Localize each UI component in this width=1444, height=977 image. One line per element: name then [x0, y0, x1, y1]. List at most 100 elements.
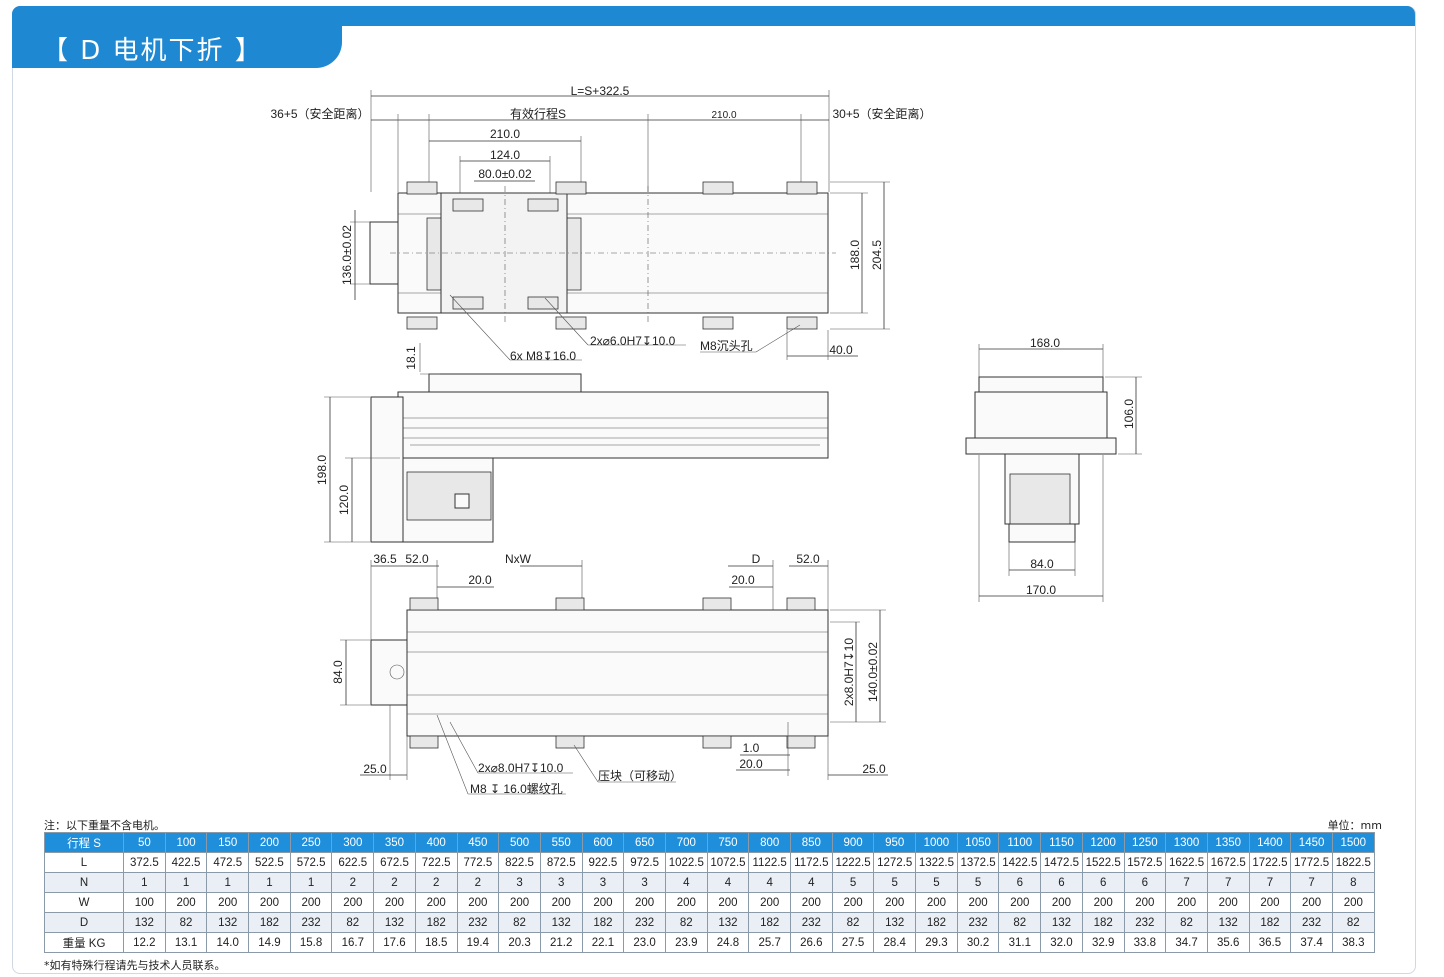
table-cell: 17.6 [373, 932, 416, 953]
table-cell: 232 [289, 912, 333, 933]
dim-80: 80.0±0.02 [478, 167, 532, 181]
table-cell: 200 [1081, 892, 1125, 913]
table-unit: 单位：mm [1327, 819, 1382, 832]
table-cell: 12.2 [123, 932, 166, 953]
table-cell: 182 [915, 912, 958, 933]
dim-124: 124.0 [490, 148, 520, 162]
label-nxw: NxW [505, 552, 532, 566]
table-cell: 132 [206, 912, 250, 933]
dim-140: 140.0±0.02 [866, 642, 880, 702]
table-cell: 232 [1123, 912, 1167, 933]
table-cell: 3 [581, 872, 625, 893]
dim-198: 198.0 [315, 455, 329, 485]
table-cell: 622.5 [331, 852, 375, 873]
table-cell: 200 [331, 892, 375, 913]
table-cell: 33.8 [1123, 932, 1167, 953]
table-cell: 50 [123, 832, 166, 853]
table-cell: 82 [498, 912, 541, 933]
table-cell: 82 [831, 912, 875, 933]
table-cell: 200 [623, 892, 666, 913]
dim-20-right: 20.0 [731, 573, 755, 587]
table-cell: 14.0 [206, 932, 250, 953]
callout-thread: M8 ↧ 16.0螺纹孔 [470, 782, 563, 796]
label-d: D [752, 552, 761, 566]
dim-right-safety: 30+5（安全距离） [832, 106, 931, 121]
table-cell: 400 [414, 832, 458, 853]
dim-120: 120.0 [337, 485, 351, 515]
table-cell: 19.4 [456, 932, 500, 953]
table-cell: 1172.5 [790, 852, 833, 873]
dim-end-106: 106.0 [1122, 399, 1136, 429]
table-cell: 1572.5 [1123, 852, 1167, 873]
dim-210-right: 210.0 [711, 110, 736, 121]
table-cell: 5 [956, 872, 1000, 893]
table-cell: 250 [289, 832, 333, 853]
table-cell: 1822.5 [1331, 852, 1375, 873]
table-cell: 25.7 [748, 932, 791, 953]
row-label: N [44, 872, 124, 893]
table-cell: 132 [539, 912, 583, 933]
table-cell: 14.9 [248, 932, 291, 953]
table-cell: 8 [1331, 872, 1375, 893]
table-cell: 1772.5 [1290, 852, 1333, 873]
table-cell: 82 [164, 912, 208, 933]
dim-bottom-84: 84.0 [331, 660, 345, 684]
table-cell: 4 [790, 872, 833, 893]
table-cell: 32.9 [1081, 932, 1125, 953]
table-cell: 472.5 [206, 852, 250, 873]
table-cell: 32.0 [1040, 932, 1083, 953]
table-cell: 28.4 [873, 932, 917, 953]
table-cell: 82 [664, 912, 708, 933]
table-cell: 6 [1123, 872, 1167, 893]
table-cell: 13.1 [164, 932, 208, 953]
table-cell: 6 [1040, 872, 1083, 893]
table-cell: 2 [331, 872, 375, 893]
dim-25-right: 25.0 [862, 762, 886, 776]
table-cell: 132 [123, 912, 166, 933]
table-cell: 232 [790, 912, 833, 933]
table-cell: 23.9 [664, 932, 708, 953]
table-cell: 27.5 [831, 932, 875, 953]
table-cell: 800 [748, 832, 791, 853]
table-cell: 38.3 [1331, 932, 1375, 953]
table-cell: 200 [206, 892, 250, 913]
table-cell: 1272.5 [873, 852, 917, 873]
table-cell: 232 [456, 912, 500, 933]
table-cell: 200 [539, 892, 583, 913]
table-cell: 16.7 [331, 932, 375, 953]
table-cell: 422.5 [164, 852, 208, 873]
table-cell: 82 [998, 912, 1042, 933]
dim-pin-right: 2x8.0H7↧10 [842, 638, 856, 706]
table-cell: 200 [1331, 892, 1375, 913]
table-cell: 132 [373, 912, 416, 933]
table-cell: 100 [164, 832, 208, 853]
table-cell: 31.1 [998, 932, 1042, 953]
dim-40: 40.0 [829, 343, 853, 357]
table-cell: 132 [706, 912, 750, 933]
table-cell: 2 [456, 872, 500, 893]
row-label: L [44, 852, 124, 873]
page-frame [12, 6, 1416, 974]
table-cell: 4 [748, 872, 791, 893]
table-cell: 7 [1290, 872, 1333, 893]
table-cell: 200 [289, 892, 333, 913]
callout-counterbore: M8沉头孔 [700, 339, 753, 353]
table-cell: 18.5 [414, 932, 458, 953]
table-cell: 182 [248, 912, 291, 933]
dim-210-carriage: 210.0 [490, 127, 520, 141]
table-cell: 5 [831, 872, 875, 893]
dim-20-bottom: 20.0 [739, 757, 763, 771]
table-cell: 572.5 [289, 852, 333, 873]
callout-bottom-pin: 2x⌀8.0H7↧10.0 [478, 761, 564, 775]
table-cell: 900 [831, 832, 875, 853]
table-cell: 6 [998, 872, 1042, 893]
table-cell: 200 [1123, 892, 1167, 913]
title-tab: 【 D 电机下折 】 [12, 26, 342, 68]
table-cell: 5 [873, 872, 917, 893]
row-label: 重量 KG [44, 932, 124, 953]
table-cell: 922.5 [581, 852, 625, 873]
table-cell: 232 [1290, 912, 1333, 933]
